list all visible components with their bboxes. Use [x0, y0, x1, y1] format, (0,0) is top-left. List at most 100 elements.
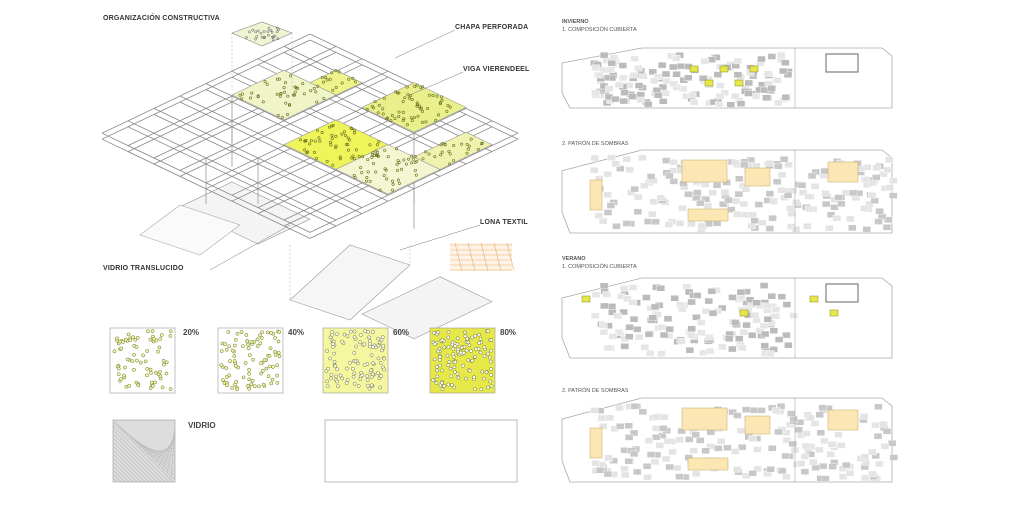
perforation-dot — [257, 384, 261, 389]
roof-tile — [623, 295, 632, 302]
perforation-dot — [469, 349, 473, 354]
perforation-dot — [467, 343, 472, 348]
perforation-dot — [458, 350, 463, 355]
perforation-dot — [148, 367, 153, 372]
roof-tile — [676, 62, 686, 70]
perforation-dot — [435, 365, 439, 369]
perforation-dot — [364, 179, 368, 183]
roof-tile — [772, 178, 782, 185]
roof-tile — [678, 204, 687, 212]
roof-tile — [607, 303, 617, 310]
perforation-dot — [134, 358, 139, 363]
perforation-dot — [269, 330, 273, 335]
roof-tile — [652, 413, 662, 421]
roof-tile — [629, 429, 639, 437]
roof-tile — [748, 435, 757, 442]
perforation-dot — [160, 385, 165, 390]
roof-tile — [779, 156, 789, 163]
roof-tile — [861, 474, 870, 482]
roof-tile — [605, 414, 615, 422]
roof-tile — [692, 292, 702, 299]
perforation-dot — [261, 100, 265, 104]
perforation-dot — [480, 141, 484, 145]
roof-tile — [778, 467, 787, 475]
perforation-dot — [372, 106, 376, 110]
furniture-mark — [719, 65, 729, 73]
perforation-dot — [268, 346, 273, 351]
roof-tile — [735, 335, 744, 342]
roof-tile — [731, 197, 741, 205]
perforation-dot — [452, 159, 456, 163]
perforation-dot — [277, 330, 282, 334]
perforation-dot — [378, 385, 383, 390]
roof-tile — [802, 223, 812, 230]
perforation-dot — [337, 70, 341, 74]
perforation-dot — [271, 365, 275, 369]
roof-tile — [769, 327, 779, 334]
roof-tile — [690, 99, 699, 106]
perforation-dot — [433, 342, 437, 347]
perforation-dot — [443, 142, 447, 146]
roof-tile — [765, 160, 774, 167]
roof-tile — [670, 295, 679, 302]
perforation-dot — [331, 163, 335, 167]
perforation-dot — [156, 349, 160, 354]
hatch-line — [112, 425, 170, 483]
perforation-dot — [348, 329, 353, 334]
roof-tile — [720, 89, 729, 96]
roof-tile — [838, 473, 848, 480]
roof-tile — [737, 294, 746, 301]
perforation-dot — [439, 153, 443, 157]
perforation-dot — [221, 378, 225, 382]
perforation-dot — [260, 330, 264, 335]
perforation-dot — [446, 104, 450, 108]
sun-patch — [681, 159, 728, 183]
perforation-dot — [254, 30, 258, 34]
roof-tile — [613, 312, 622, 320]
roof-tile — [731, 319, 740, 326]
label-lona-textil: LONA TEXTIL — [480, 219, 528, 226]
roof-tile — [821, 190, 830, 197]
perforation-dot — [248, 30, 251, 34]
perforation-dot — [277, 77, 281, 81]
perforation-dot — [424, 150, 428, 154]
perforation-dot — [125, 357, 130, 362]
roof-tile — [728, 345, 737, 353]
roof-tile — [765, 190, 775, 197]
perforation-dot — [275, 373, 279, 378]
roof-tile — [660, 414, 669, 421]
roof-tile — [688, 91, 697, 99]
perforation-dot — [418, 107, 422, 111]
perforation-dot — [135, 335, 140, 340]
perforation-dot — [329, 376, 333, 381]
perforation-dot — [308, 142, 312, 146]
roof-tile — [672, 464, 682, 472]
roof-tile — [754, 201, 764, 208]
roof-tile — [650, 458, 660, 466]
perforation-dot — [325, 384, 330, 389]
perforation-dot — [465, 143, 469, 147]
perforation-dot — [291, 93, 295, 97]
perforation-dot — [464, 348, 469, 353]
perforation-dot — [134, 345, 139, 349]
perforation-dot — [433, 155, 437, 159]
perforation-dot — [380, 335, 385, 340]
perforation-dot — [382, 96, 386, 100]
lona-textil-swatch — [450, 243, 512, 271]
roof-tile — [832, 215, 842, 222]
perforation-dot — [380, 348, 384, 353]
roof-tile — [759, 322, 769, 330]
vierendeel-beam — [127, 120, 337, 221]
roof-tile — [865, 200, 874, 208]
roof-tile — [738, 444, 747, 451]
season-verano: VERANO — [562, 256, 586, 262]
perforation-dot — [473, 387, 477, 392]
roof-tile — [731, 159, 740, 166]
perforation-dot — [251, 357, 255, 362]
perforation-dot — [344, 366, 349, 371]
perforation-dot — [345, 334, 350, 338]
roof-tile — [715, 92, 725, 100]
perforation-dot — [296, 86, 300, 90]
perforation-dot — [465, 336, 470, 341]
perforation-dot — [360, 171, 364, 175]
